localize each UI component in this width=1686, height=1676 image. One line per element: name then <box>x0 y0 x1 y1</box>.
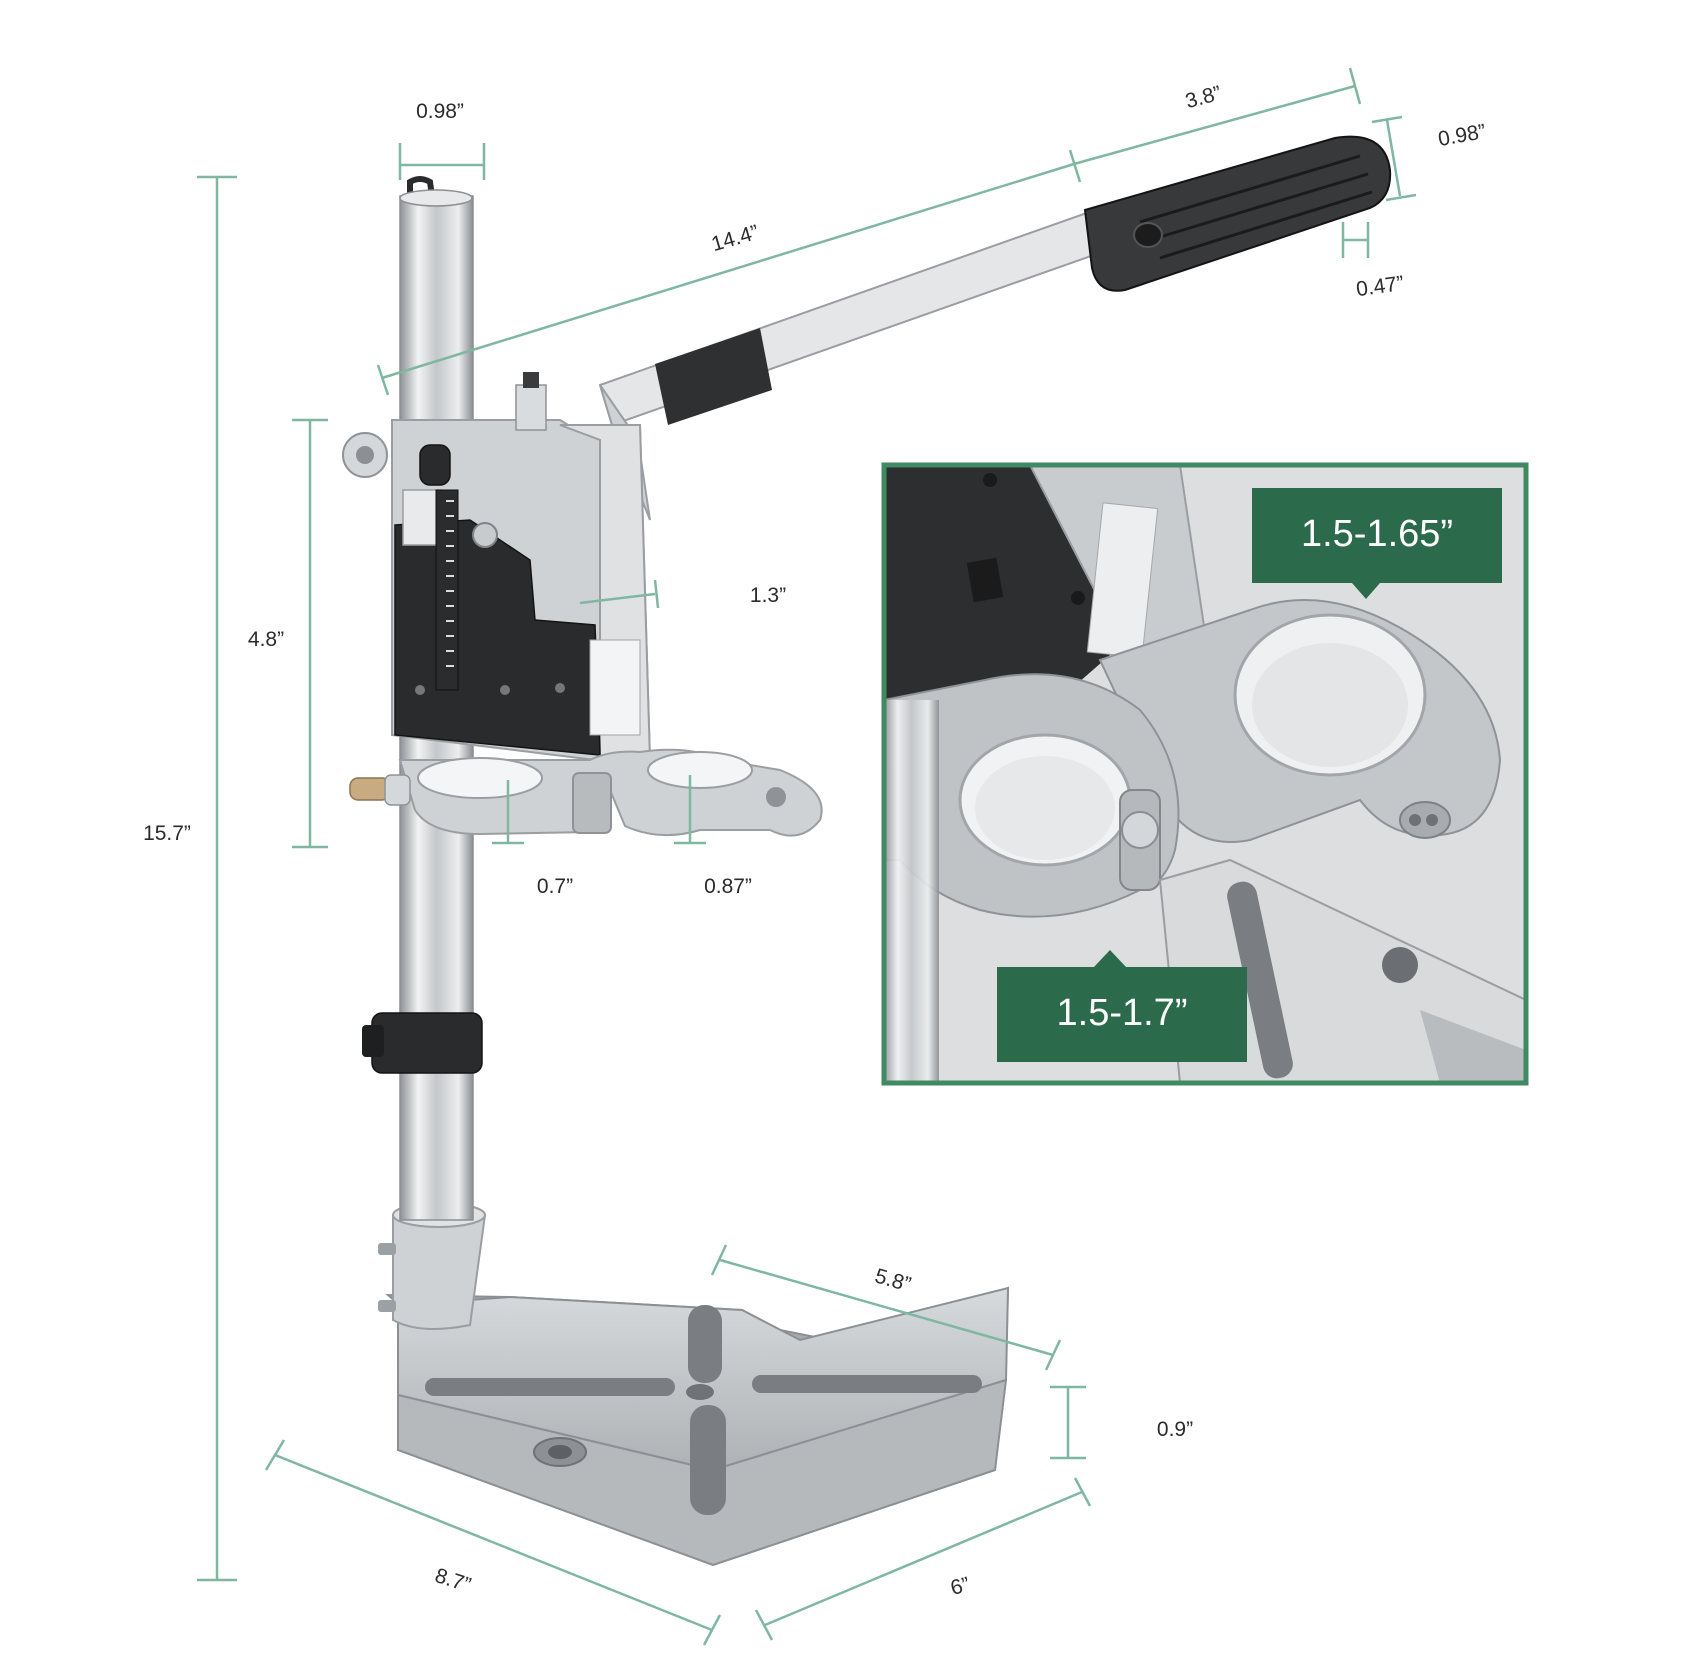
label-base-front-edge: 8.7” <box>432 1564 474 1597</box>
dim-handle-grip-height <box>1371 115 1417 202</box>
carriage-body <box>342 372 652 761</box>
upper-clamp-range-label: 1.5-1.65” <box>1301 513 1453 555</box>
dimension-lines <box>197 67 1417 1646</box>
label-lever-length: 14.4” <box>709 221 761 256</box>
dim-lever-length <box>376 149 1082 396</box>
lower-clamp-callout: 1.5-1.7” <box>997 950 1247 1062</box>
label-handle-grip-height: 0.98” <box>1436 120 1487 151</box>
drill-stand-illustration <box>342 135 1392 1567</box>
dim-handle-grip-thickness <box>1341 222 1370 258</box>
dimension-labels: 0.98” 3.8” 0.98” 14.4” 0.47” 1.3” 4.8” 1… <box>143 82 1487 1600</box>
dim-collar-left-height <box>492 780 524 845</box>
base-plate <box>385 1286 1010 1567</box>
dim-total-height <box>197 175 237 1582</box>
dim-base-front-edge <box>264 1439 722 1646</box>
dim-handle-grip-length <box>1073 67 1362 166</box>
label-total-height: 15.7” <box>143 822 191 845</box>
handle-grip <box>1083 135 1392 292</box>
label-collar-left-height: 0.7” <box>537 875 573 898</box>
dim-base-back-edge <box>710 1244 1062 1371</box>
column-boss <box>378 1202 487 1330</box>
label-base-back-edge: 5.8” <box>872 1264 913 1296</box>
dim-base-side-edge <box>754 1477 1092 1641</box>
inset-detail-panel: 1.5-1.65” 1.5-1.7” <box>881 462 1529 1086</box>
clamp-collar <box>349 748 823 837</box>
label-handle-grip-thickness: 0.47” <box>1355 272 1406 301</box>
label-collar-right-height: 0.87” <box>704 875 752 898</box>
label-base-thickness: 0.9” <box>1157 1418 1193 1441</box>
label-clamp-reach: 1.3” <box>750 584 786 607</box>
label-carriage-height: 4.8” <box>248 628 284 651</box>
label-handle-grip-length: 3.8” <box>1183 82 1224 114</box>
upper-clamp-callout: 1.5-1.65” <box>1252 488 1502 599</box>
dim-carriage-height <box>292 418 328 849</box>
dim-collar-right-height <box>674 775 706 845</box>
dim-base-thickness <box>1050 1385 1086 1460</box>
lower-clamp-range-label: 1.5-1.7” <box>1057 992 1188 1034</box>
inset-border <box>881 462 1529 1086</box>
label-base-side-edge: 6” <box>948 1573 972 1600</box>
depth-stop-collar <box>362 1012 483 1074</box>
dim-column-top-width <box>398 143 486 180</box>
label-column-top-width: 0.98” <box>416 100 464 123</box>
dim-clamp-reach <box>579 579 660 609</box>
